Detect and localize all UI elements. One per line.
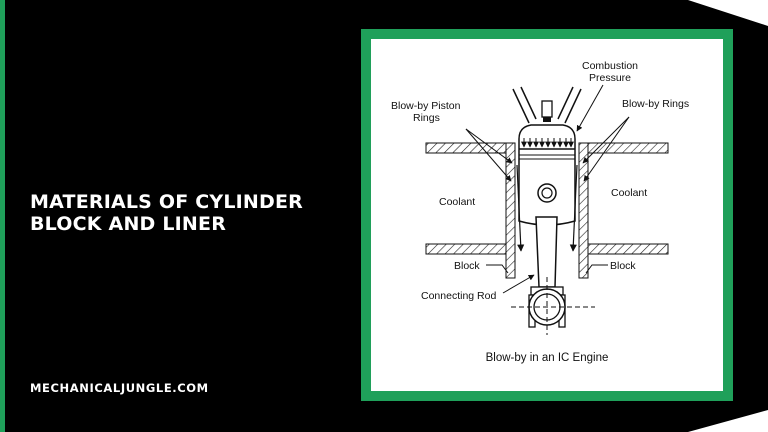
piston bbox=[518, 124, 576, 226]
page-title: MATERIALS OF CYLINDER BLOCK AND LINER bbox=[30, 191, 303, 235]
label-combustion-pressure-line2: Pressure bbox=[589, 72, 631, 84]
combustion-pressure-arrows bbox=[521, 138, 574, 148]
label-block-right: Block bbox=[610, 260, 636, 272]
label-combustion-pressure-line1: Combustion bbox=[582, 60, 638, 72]
left-accent-stripe bbox=[0, 0, 5, 432]
label-coolant-right: Coolant bbox=[611, 187, 647, 199]
spark-plug-tip bbox=[543, 117, 551, 122]
connecting-rod bbox=[535, 216, 558, 288]
crank-big-end bbox=[511, 277, 595, 335]
label-leader-lines bbox=[465, 84, 630, 294]
corner-decoration-top bbox=[688, 0, 768, 26]
spark-plug-icon bbox=[541, 100, 553, 118]
blowby-flow-arrows bbox=[516, 164, 578, 252]
site-name: MECHANICALJUNGLE.COM bbox=[30, 381, 209, 395]
diagram-panel: Combustion Pressure Blow-by Piston Rings… bbox=[371, 39, 723, 391]
label-blowby-rings: Blow-by Rings bbox=[622, 98, 689, 110]
label-blowby-piston-line1: Blow-by Piston bbox=[391, 100, 461, 112]
label-block-left: Block bbox=[454, 260, 480, 272]
label-connecting-rod: Connecting Rod bbox=[421, 290, 496, 302]
corner-decoration-bottom bbox=[688, 410, 768, 432]
label-blowby-piston-line2: Rings bbox=[413, 112, 440, 124]
wrist-pin-inner bbox=[541, 187, 553, 199]
valve-stems bbox=[512, 86, 582, 124]
cylinder-liner bbox=[505, 142, 589, 279]
diagram-frame: Combustion Pressure Blow-by Piston Rings… bbox=[361, 29, 733, 401]
diagram-caption: Blow-by in an IC Engine bbox=[486, 352, 609, 364]
label-coolant-left: Coolant bbox=[439, 196, 475, 208]
engine-blowby-diagram: Combustion Pressure Blow-by Piston Rings… bbox=[391, 60, 689, 364]
